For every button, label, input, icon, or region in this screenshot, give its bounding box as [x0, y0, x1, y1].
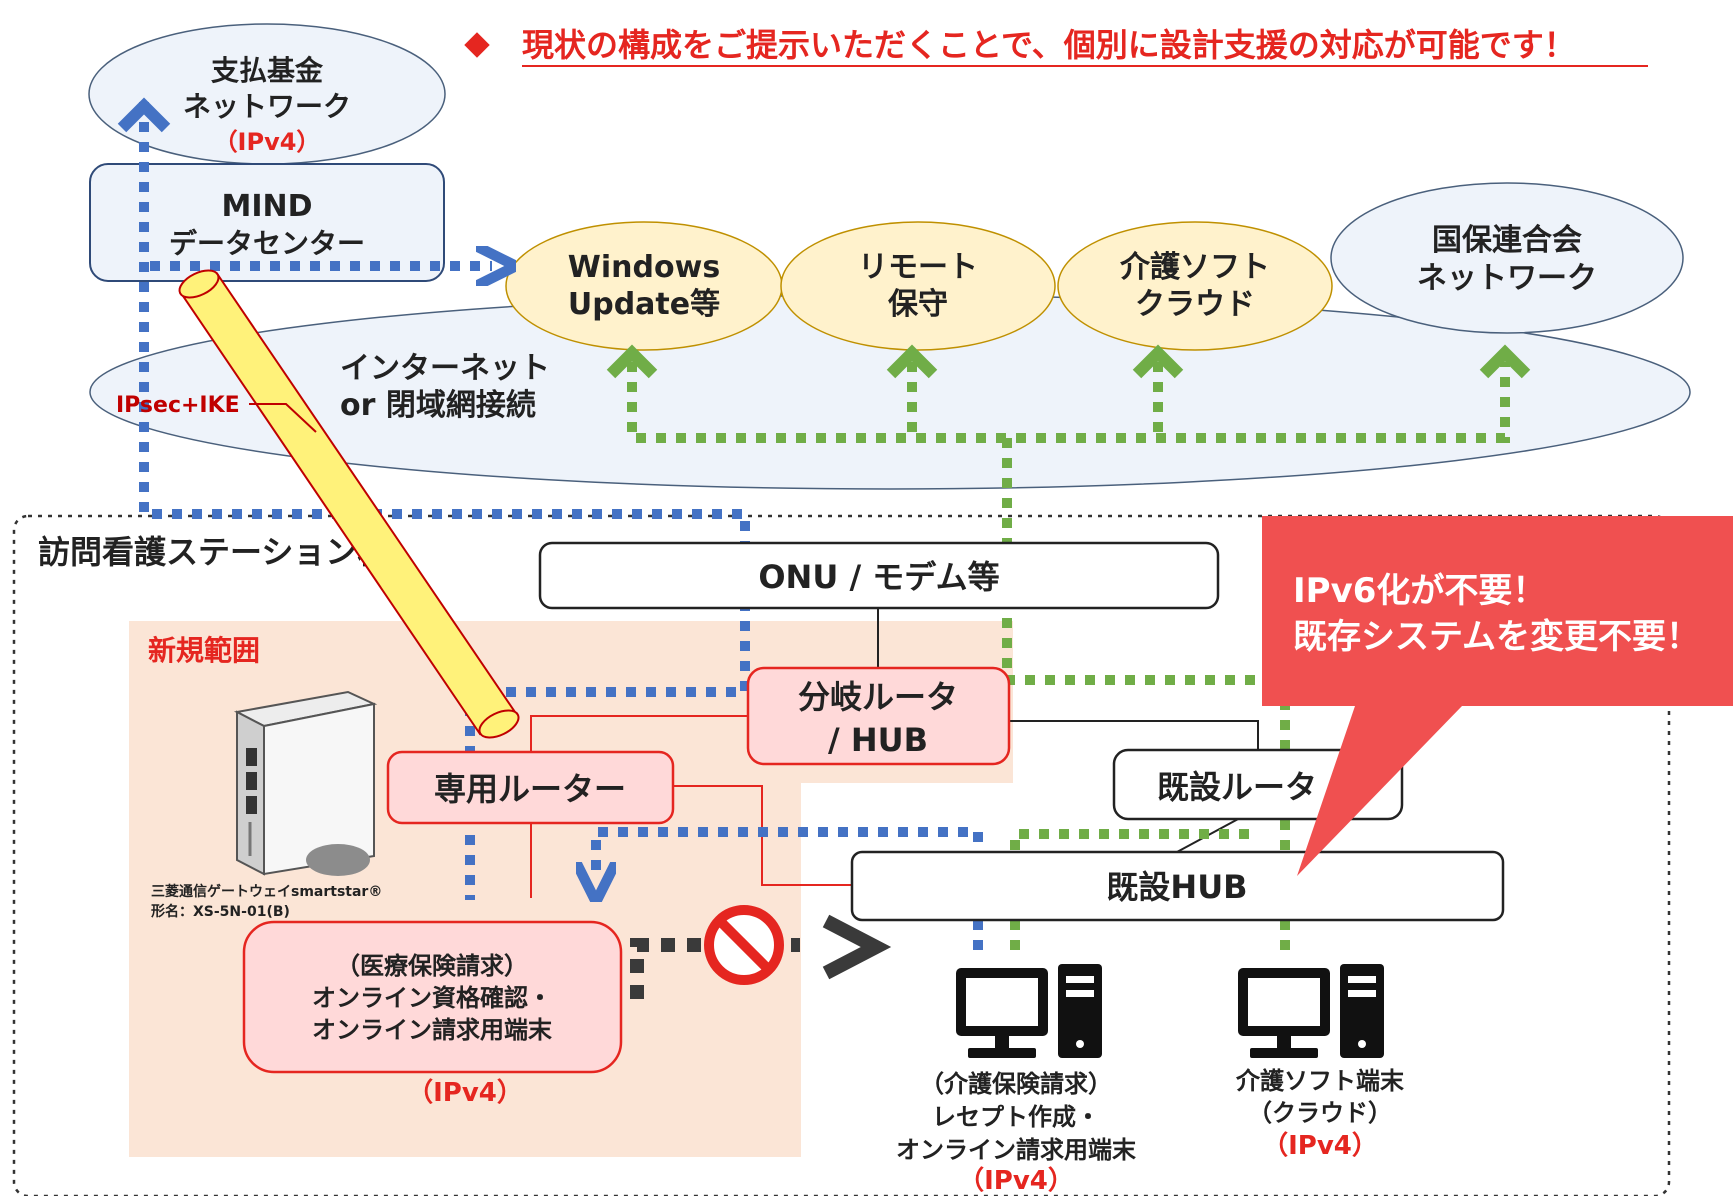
service-care-cloud: 介護ソフト クラウド — [1057, 221, 1333, 351]
shiharai-line2: ネットワーク — [183, 90, 351, 123]
service-windows-line1: Windows — [568, 250, 720, 285]
kokuho-line2: ネットワーク — [1417, 261, 1597, 296]
station-label: 訪問看護ステーション様 — [38, 533, 390, 571]
kokuho-network: 国保連合会 ネットワーク — [1330, 182, 1684, 334]
mind-line2: データセンター — [169, 227, 365, 260]
callout-line1: IPv6化が不要！ — [1293, 571, 1546, 611]
medical-terminal-protocol: （IPv4） — [407, 1078, 523, 1108]
prohibited-icon — [704, 905, 784, 985]
arrow-up-icon — [606, 344, 658, 379]
mind-line1: MIND — [221, 189, 312, 224]
service-care-line2: クラウド — [1135, 287, 1255, 322]
soft-terminal-line2: （クラウド） — [1248, 1099, 1392, 1127]
ipsec-label: IPsec+IKE — [116, 393, 240, 418]
soft-terminal-protocol: （IPv4） — [1262, 1131, 1378, 1161]
shiharai-line1: 支払基金 — [211, 54, 324, 87]
blocked-path — [630, 905, 892, 999]
service-care-line1: 介護ソフト — [1119, 250, 1270, 285]
arrow-up-icon — [117, 97, 171, 133]
service-remote-line1: リモート — [858, 250, 978, 285]
desktop-pc-icon — [956, 964, 1102, 1058]
medical-terminal: （医療保険請求） オンライン資格確認・ オンライン請求用端末 （IPv4） — [242, 920, 623, 1108]
onu-modem: ONU / モデム等 — [538, 541, 1220, 610]
service-remote-line2: 保守 — [888, 287, 948, 322]
desktop-pc-icon — [1238, 964, 1384, 1058]
callout-line2: 既存システムを変更不要！ — [1293, 617, 1700, 657]
dedicated-router-label: 専用ルーター — [434, 770, 626, 808]
green-arrowheads — [606, 344, 1531, 379]
onu-label: ONU / モデム等 — [758, 558, 999, 596]
device-caption-line1: 三菱通信ゲートウェイsmartstar® — [151, 883, 382, 900]
device-caption-line2: 形名：XS-5N-01(B) — [151, 903, 290, 920]
server-device-icon — [233, 690, 378, 876]
headline: 現状の構成をご提示いただくことで、個別に設計支援の対応が可能です！ — [464, 26, 1648, 67]
arrow-up-icon — [1479, 344, 1531, 379]
mind-datacenter: MIND データセンター — [89, 163, 445, 282]
existing-hub: 既設HUB — [850, 850, 1505, 922]
diamond-bullet-icon — [464, 32, 490, 58]
medical-terminal-line3: オンライン請求用端末 — [312, 1016, 553, 1044]
branch-router-line2: / HUB — [828, 721, 928, 759]
soft-terminal: 介護ソフト端末 （クラウド） （IPv4） — [1235, 1067, 1405, 1161]
service-windows-line2: Update等 — [568, 287, 720, 322]
medical-terminal-line1: （医療保険請求） — [336, 952, 528, 980]
care-terminal-protocol: （IPv4） — [958, 1166, 1074, 1196]
service-windows-update: Windows Update等 — [505, 221, 783, 351]
arrow-up-icon — [1132, 344, 1184, 379]
internet-cloud: インターネット or 閉域網接続 — [89, 294, 1691, 490]
arrow-right-icon — [822, 914, 892, 980]
shiharai-protocol: （IPv4） — [214, 128, 321, 156]
dedicated-router: 専用ルーター — [386, 750, 675, 825]
solid-connections — [530, 608, 1259, 898]
new-scope-label: 新規範囲 — [148, 634, 260, 667]
care-terminal-line2: レセプト作成・ — [932, 1103, 1100, 1131]
arrow-up-icon — [886, 344, 938, 379]
care-terminal: （介護保険請求） レセプト作成・ オンライン請求用端末 （IPv4） — [896, 1070, 1137, 1196]
ipsec-leader-line — [249, 403, 317, 433]
care-terminal-line3: オンライン請求用端末 — [896, 1136, 1137, 1164]
internet-label-line1: インターネット — [340, 351, 550, 386]
kokuho-line1: 国保連合会 — [1432, 223, 1582, 258]
callout-bubble: IPv6化が不要！ 既存システムを変更不要！ — [1262, 516, 1733, 876]
headline-text: 現状の構成をご提示いただくことで、個別に設計支援の対応が可能です！ — [522, 26, 1576, 64]
shiharai-network: 支払基金 ネットワーク （IPv4） — [88, 23, 446, 165]
care-terminal-line1: （介護保険請求） — [920, 1070, 1112, 1098]
medical-terminal-line2: オンライン資格確認・ — [312, 984, 552, 1012]
ipsec-tunnel — [178, 269, 520, 739]
existing-hub-label: 既設HUB — [1106, 868, 1247, 906]
soft-terminal-line1: 介護ソフト端末 — [1235, 1067, 1405, 1095]
branch-router-line1: 分岐ルータ — [798, 678, 958, 716]
station-boundary — [12, 514, 1671, 1196]
internet-label-line2: or 閉域網接続 — [340, 388, 536, 423]
existing-router-label: 既設ルータ — [1157, 768, 1317, 806]
branch-router-hub: 分岐ルータ / HUB — [746, 666, 1011, 766]
service-remote-maintenance: リモート 保守 — [780, 221, 1056, 351]
